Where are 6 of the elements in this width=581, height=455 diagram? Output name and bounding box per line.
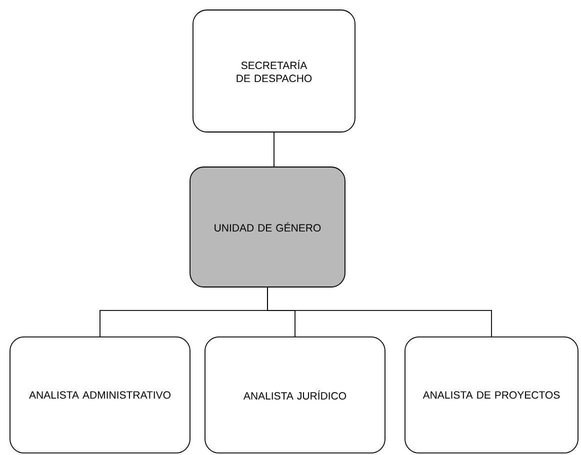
- org-box: UNIDAD DE GÉNERO: [190, 166, 346, 288]
- connector-line: [267, 287, 492, 337]
- org-box: ANALISTA DE PROYECTOS: [404, 336, 578, 454]
- org-box: SECRETARÍA DE DESPACHO: [192, 10, 356, 132]
- org-box: ANALISTA ADMINISTRATIVO: [10, 336, 190, 454]
- org-box: ANALISTA JURÍDICO: [204, 336, 386, 454]
